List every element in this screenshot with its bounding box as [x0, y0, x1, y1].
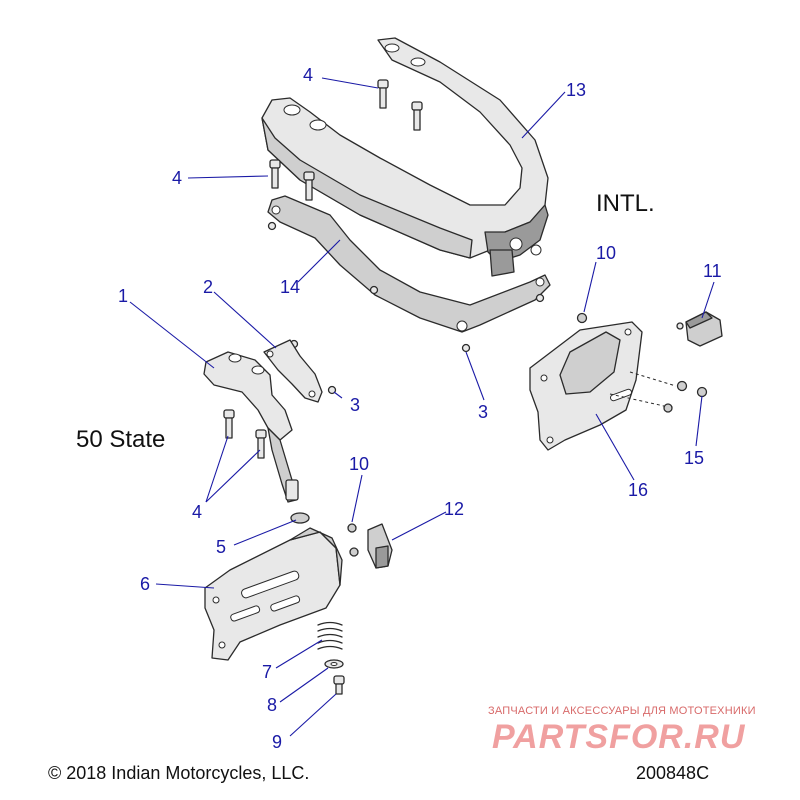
- callout-2: 2: [203, 277, 213, 297]
- variant-label-50-state: 50 State: [76, 426, 166, 453]
- part-16-intl-plate: [529, 321, 643, 451]
- callout-14: 14: [280, 277, 300, 297]
- callout-6: 6: [140, 574, 150, 594]
- callout-4-bottom: 4: [192, 502, 202, 522]
- callout-10-intl: 10: [596, 243, 616, 263]
- watermark-logo: PARTSFOR.RU: [492, 718, 746, 756]
- callout-7: 7: [262, 662, 272, 682]
- callout-4-left: 4: [172, 168, 182, 188]
- part-12-reflector: [367, 523, 393, 569]
- watermark-tagline: ЗАПЧАСТИ И АКСЕССУАРЫ ДЛЯ МОТОТЕХНИКИ: [488, 705, 756, 717]
- callout-numbers: 4 4 13 14 1 2 3 3 4 5 6 7 8 9 10 12 10 1…: [118, 65, 722, 752]
- callout-8: 8: [267, 695, 277, 715]
- callout-11: 11: [703, 261, 722, 281]
- variant-label-intl: INTL.: [596, 190, 655, 217]
- callout-9: 9: [272, 732, 282, 752]
- part-13-grab-rail: [261, 37, 549, 277]
- copyright-text: © 2018 Indian Motorcycles, LLC.: [48, 763, 310, 783]
- bolts-4-arm: [223, 409, 267, 459]
- part-1-mount-arm: [203, 351, 299, 503]
- callout-3-left: 3: [350, 395, 360, 415]
- part-9-screw: [333, 675, 345, 695]
- callout-10-50state: 10: [349, 454, 369, 474]
- part-7-spring: [317, 621, 343, 650]
- callout-5: 5: [216, 537, 226, 557]
- part-11-intl-light: [676, 311, 723, 347]
- part-10-nuts-50state: [347, 523, 359, 557]
- bolts-4-rail: [269, 79, 423, 201]
- part-10-nut-intl: [576, 312, 588, 324]
- part-6-plate-bracket: [204, 527, 343, 661]
- part-2-bracket: [263, 339, 323, 403]
- callout-16: 16: [628, 480, 648, 500]
- diagram-code: 200848C: [636, 763, 710, 783]
- callout-15: 15: [684, 448, 704, 468]
- part-15-screws: [609, 371, 708, 413]
- callout-1: 1: [118, 286, 128, 306]
- part-14-rail-bracket: [267, 195, 551, 333]
- leader-lines: [129, 77, 715, 737]
- screws-3: [267, 221, 545, 395]
- callout-4-top: 4: [303, 65, 313, 85]
- part-8-washer: [324, 659, 344, 669]
- callout-12: 12: [444, 499, 464, 519]
- callout-3-right: 3: [478, 402, 488, 422]
- callout-13: 13: [566, 80, 586, 100]
